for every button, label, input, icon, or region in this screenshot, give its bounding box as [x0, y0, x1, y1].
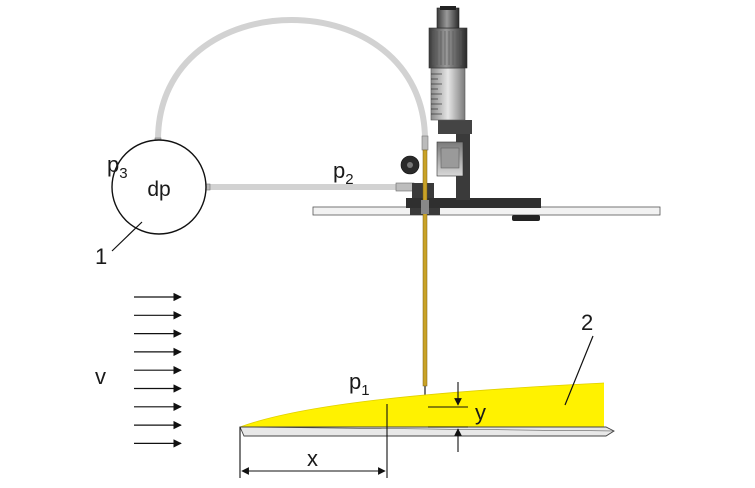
- traverse-arm: [438, 120, 472, 134]
- probe-stem: [422, 149, 428, 387]
- layer-number-label: 2: [581, 310, 593, 335]
- tube-p3: [155, 17, 428, 152]
- x-dimension: x: [239, 404, 388, 478]
- flow-arrows: [134, 292, 182, 448]
- p2-label: p2: [333, 158, 354, 188]
- locking-knob-center: [407, 162, 413, 168]
- traverse-foot: [512, 215, 540, 221]
- ratchet-cap: [440, 6, 456, 10]
- traverse-block-slot: [440, 147, 460, 169]
- y-dimension: y: [428, 382, 486, 452]
- boundary-layer-region: 2: [239, 310, 615, 437]
- layer-leader-line: [564, 335, 594, 406]
- p2-subscript: 2: [345, 171, 353, 188]
- gauge-number-label: 1: [95, 244, 107, 269]
- velocity-label: v: [95, 364, 106, 389]
- thimble-knurling: [432, 31, 462, 65]
- flat-plate: [239, 426, 615, 437]
- p1-label: p1: [349, 369, 370, 399]
- differential-pressure-gauge: dp 1: [95, 139, 207, 269]
- y-label: y: [475, 400, 486, 425]
- boundary-layer-fill: [240, 383, 604, 427]
- tube-p2-connector: [395, 182, 415, 192]
- tube-probe-fitting: [421, 135, 429, 151]
- p3-subscript: 3: [119, 165, 127, 182]
- boundary-layer-edge: [239, 382, 605, 428]
- x-label: x: [307, 446, 318, 471]
- gauge-leader-line: [111, 221, 143, 252]
- p3-label: p3: [107, 152, 128, 182]
- p1-subscript: 1: [361, 382, 369, 399]
- gauge-circle: [111, 139, 207, 235]
- traverse-base: [406, 198, 541, 208]
- micrometer-ratchet: [436, 7, 460, 29]
- dp-label: dp: [147, 178, 170, 201]
- mounting-plate: [312, 206, 661, 216]
- probe-stem-sleeve: [421, 200, 429, 214]
- micrometer-scale: [431, 73, 442, 115]
- flat-plate-line: [239, 426, 615, 432]
- micrometer-traverse: [400, 6, 541, 221]
